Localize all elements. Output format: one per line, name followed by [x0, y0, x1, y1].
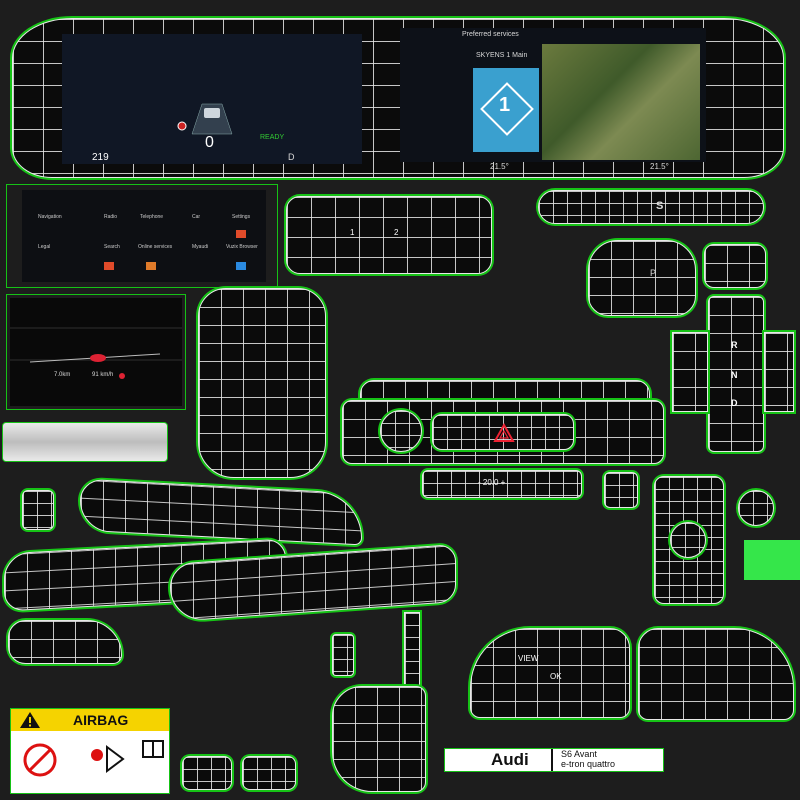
view-button[interactable]: VIEW [518, 654, 539, 663]
mirror-switch[interactable] [332, 634, 354, 676]
preferred-services-label: Preferred services [462, 31, 519, 38]
steering-controls-left [470, 628, 630, 718]
route-sign [473, 68, 539, 152]
temp-left: 21.5° [490, 162, 509, 171]
chrome-strip [2, 422, 168, 462]
usb-port-2-label: 2 [394, 228, 399, 237]
hazard-icon[interactable] [493, 422, 515, 442]
menu-item-online-services[interactable]: Online services [138, 244, 173, 250]
seat-control-knob[interactable] [670, 522, 706, 558]
gear-selector-side-right [764, 332, 794, 412]
badge-model: S6 Avant [561, 749, 597, 759]
range-value: 219 [92, 152, 109, 163]
app-tile-red2 [236, 230, 246, 238]
gear-selector[interactable] [708, 296, 764, 452]
ready-indicator: READY [260, 134, 285, 141]
ok-button[interactable]: OK [550, 672, 562, 681]
warning-triangle-icon [20, 712, 40, 728]
rotary-knob[interactable] [738, 490, 774, 526]
airbag-title: AIRBAG [73, 712, 129, 728]
menu-item-radio[interactable]: Radio [104, 214, 118, 220]
infotainment-screen: Navigation Radio Telephone Car Settings … [22, 190, 266, 282]
hud-display: 7.0km 91 km/h [10, 298, 182, 406]
gear-selector-side-left [672, 332, 708, 412]
road-graphic [177, 103, 233, 135]
gear-d: D [731, 398, 738, 408]
switch-right-bottom[interactable] [242, 756, 296, 790]
armrest-pad [198, 288, 326, 478]
menu-item-search[interactable]: Search [104, 244, 120, 250]
door-panel-upper [80, 478, 362, 546]
menu-item-car[interactable]: Car [192, 214, 201, 220]
hud-distance: 7.0km [54, 372, 71, 378]
usb-panel [286, 196, 492, 274]
route-label: SKYENS 1 Main [476, 52, 528, 59]
seat-side-panel [332, 686, 426, 792]
airbag-warning-label: AIRBAG [10, 708, 170, 794]
climate-strip [422, 470, 582, 498]
park-label: P [650, 268, 657, 278]
seat-control-panel [654, 476, 724, 604]
center-display: Preferred services SKYENS 1 Main 1 21.5°… [400, 28, 706, 171]
park-button-housing[interactable] [588, 240, 696, 316]
menu-item-navigation[interactable]: Navigation [38, 214, 62, 220]
green-swatch [744, 540, 800, 580]
hud-speed: 91 km/h [92, 372, 114, 378]
speed-value: 0 [205, 134, 214, 151]
usb-port-1-label: 1 [350, 228, 355, 237]
gear-indicator: D [288, 152, 295, 162]
hud-frame [6, 294, 186, 410]
app-tile-red [104, 262, 114, 270]
small-button[interactable] [604, 472, 638, 508]
infotainment-frame [6, 184, 278, 288]
door-pull-left [8, 620, 122, 664]
driver-display: 219 0 READY D [62, 34, 362, 164]
menu-item-legal[interactable]: Legal [38, 244, 51, 250]
switch-left-bottom[interactable] [182, 756, 232, 790]
menu-item-myaudi[interactable]: Myaudi [192, 244, 209, 250]
badge-variant: e-tron quattro [561, 759, 616, 769]
s-badge-letter: S [656, 200, 664, 212]
climate-temp[interactable]: - 20.0 + [478, 478, 506, 487]
gear-r: R [731, 340, 738, 350]
route-sign-number: 1 [499, 94, 511, 116]
no-child-seat-icon [23, 743, 57, 777]
airbag-label-header [11, 709, 169, 731]
audi-brand: Audi [491, 750, 529, 769]
menu-item-telephone[interactable]: Telephone [140, 214, 164, 220]
manual-icon [142, 740, 164, 758]
steering-controls-right [638, 628, 794, 720]
map-view[interactable] [542, 44, 700, 160]
temp-right: 21.5° [650, 162, 669, 171]
airbag-deploy-icon [91, 745, 125, 773]
app-tile-blue [236, 262, 246, 270]
volume-knob[interactable] [380, 410, 422, 452]
gear-n: N [731, 370, 738, 380]
shifter-top-cap [704, 244, 766, 288]
small-switch[interactable] [22, 490, 54, 530]
menu-item-settings[interactable]: Settings [232, 214, 251, 220]
s-badge-trim [538, 190, 764, 224]
badge-divider [551, 749, 553, 771]
audi-badge: Audi S6 Avant e-tron quattro [444, 748, 664, 772]
menu-item-browser[interactable]: Vuzix Browser [226, 244, 258, 250]
app-tile-orange [146, 262, 156, 270]
hud-lane-graphic [10, 327, 182, 379]
